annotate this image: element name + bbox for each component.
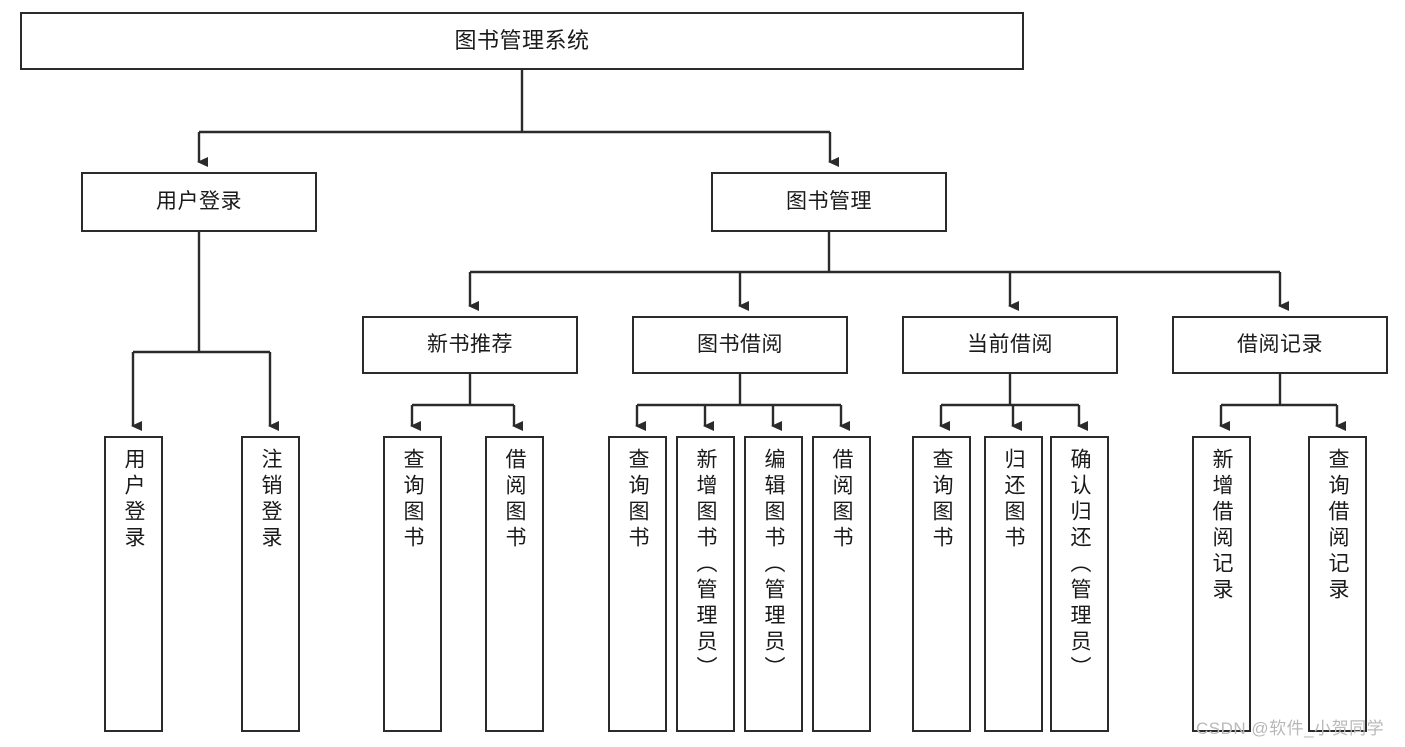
node-leaf-return-books-label: 归还图书 <box>1002 448 1025 552</box>
node-leaf-confirm-return-admin[interactable]: 确认归还（管理员） <box>1050 436 1109 732</box>
node-leaf-query-books-current[interactable]: 查询图书 <box>912 436 971 732</box>
node-root-label: 图书管理系统 <box>454 27 590 53</box>
node-leaf-add-book-admin[interactable]: 新增图书（管理员） <box>676 436 735 732</box>
csdn-watermark: CSDN @软件_小贺同学 <box>1196 719 1385 738</box>
node-level2-borrow-record-label: 借阅记录 <box>1237 333 1323 357</box>
node-leaf-borrow-books-borrow[interactable]: 借阅图书 <box>812 436 871 732</box>
node-leaf-edit-book-admin[interactable]: 编辑图书（管理员） <box>744 436 803 732</box>
node-root[interactable]: 图书管理系统 <box>20 12 1024 70</box>
node-leaf-query-borrow-record-label: 查询借阅记录 <box>1326 448 1349 604</box>
node-level2-new-book-recommend[interactable]: 新书推荐 <box>362 316 578 374</box>
node-leaf-query-borrow-record[interactable]: 查询借阅记录 <box>1308 436 1367 732</box>
node-leaf-borrow-books-newbook-label: 借阅图书 <box>503 448 526 552</box>
node-level1-user-login-label: 用户登录 <box>156 190 242 214</box>
node-leaf-logout-label: 注销登录 <box>259 448 282 552</box>
node-level2-book-borrow-label: 图书借阅 <box>697 333 783 357</box>
node-leaf-query-books-current-label: 查询图书 <box>930 448 953 552</box>
node-leaf-user-login[interactable]: 用户登录 <box>104 436 163 732</box>
node-leaf-borrow-books-borrow-label: 借阅图书 <box>830 448 853 552</box>
node-level1-book-management[interactable]: 图书管理 <box>711 172 947 232</box>
node-level2-book-borrow[interactable]: 图书借阅 <box>632 316 848 374</box>
node-level2-current-borrow[interactable]: 当前借阅 <box>902 316 1118 374</box>
node-level2-borrow-record[interactable]: 借阅记录 <box>1172 316 1388 374</box>
node-leaf-edit-book-admin-label: 编辑图书（管理员） <box>762 448 785 682</box>
node-leaf-logout[interactable]: 注销登录 <box>241 436 300 732</box>
node-level2-current-borrow-label: 当前借阅 <box>967 333 1053 357</box>
node-leaf-borrow-books-newbook[interactable]: 借阅图书 <box>485 436 544 732</box>
node-leaf-query-books-newbook[interactable]: 查询图书 <box>383 436 442 732</box>
node-leaf-add-borrow-record[interactable]: 新增借阅记录 <box>1192 436 1251 732</box>
node-leaf-user-login-label: 用户登录 <box>122 448 145 552</box>
node-level1-book-management-label: 图书管理 <box>786 190 872 214</box>
node-level1-user-login[interactable]: 用户登录 <box>81 172 317 232</box>
node-leaf-confirm-return-admin-label: 确认归还（管理员） <box>1068 448 1091 682</box>
node-leaf-query-books-borrow-label: 查询图书 <box>626 448 649 552</box>
node-leaf-return-books[interactable]: 归还图书 <box>984 436 1043 732</box>
node-leaf-add-book-admin-label: 新增图书（管理员） <box>694 448 717 682</box>
node-leaf-query-books-borrow[interactable]: 查询图书 <box>608 436 667 732</box>
node-leaf-query-books-newbook-label: 查询图书 <box>401 448 424 552</box>
node-leaf-add-borrow-record-label: 新增借阅记录 <box>1210 448 1233 604</box>
node-level2-new-book-recommend-label: 新书推荐 <box>427 333 513 357</box>
